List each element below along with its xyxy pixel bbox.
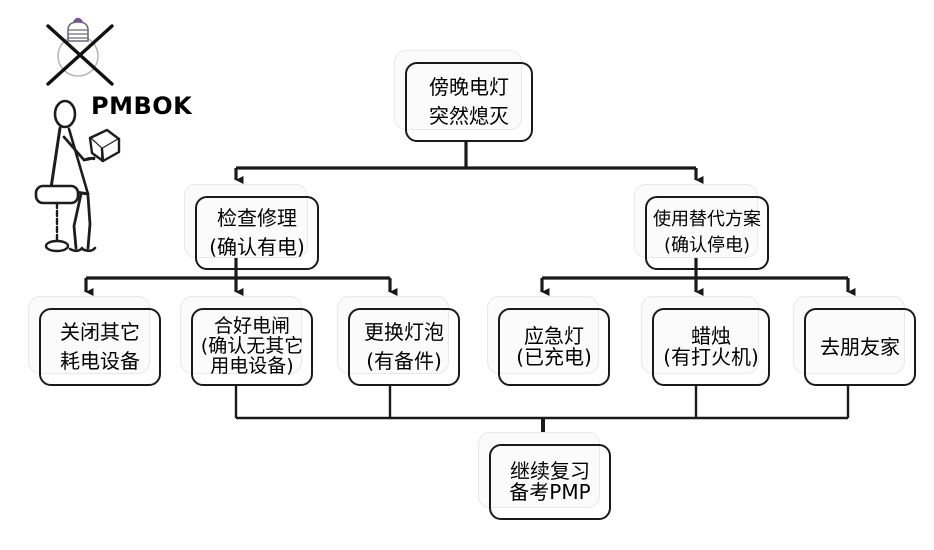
node-final-continue-study[interactable]: 继续复习 备考PMP bbox=[478, 432, 611, 520]
pmbok-label: PMBOK bbox=[91, 92, 193, 120]
clipart-group bbox=[34, 17, 121, 253]
node-border bbox=[195, 196, 319, 270]
node-border bbox=[348, 308, 460, 386]
node-border bbox=[804, 308, 916, 386]
lightbulb-icon bbox=[57, 17, 99, 77]
node-leaf-close-breaker[interactable]: 合好电闸 (确认无其它 用电设备) bbox=[180, 296, 313, 386]
node-border bbox=[405, 62, 533, 142]
node-border bbox=[489, 444, 611, 520]
node-border bbox=[645, 196, 769, 270]
node-border bbox=[652, 308, 770, 386]
node-branch-right[interactable]: 使用替代方案 (确认停电) bbox=[634, 184, 769, 270]
node-branch-left[interactable]: 检查修理 (确认有电) bbox=[184, 184, 319, 270]
node-leaf-go-to-friend[interactable]: 去朋友家 bbox=[793, 296, 916, 386]
node-border bbox=[498, 308, 610, 386]
node-border bbox=[39, 308, 161, 386]
node-leaf-replace-bulb[interactable]: 更换灯泡 (有备件) bbox=[337, 296, 460, 386]
person-reading-book-icon bbox=[34, 99, 121, 253]
node-root[interactable]: 傍晚电灯 突然熄灭 bbox=[394, 50, 533, 142]
cross-out-icon bbox=[46, 24, 114, 86]
node-border bbox=[191, 308, 313, 386]
node-leaf-emergency-light[interactable]: 应急灯 (已充电) bbox=[487, 296, 610, 386]
node-leaf-turn-off-other-devices[interactable]: 关闭其它 耗电设备 bbox=[28, 296, 161, 386]
node-leaf-candle[interactable]: 蜡烛 (有打火机) bbox=[641, 296, 770, 386]
